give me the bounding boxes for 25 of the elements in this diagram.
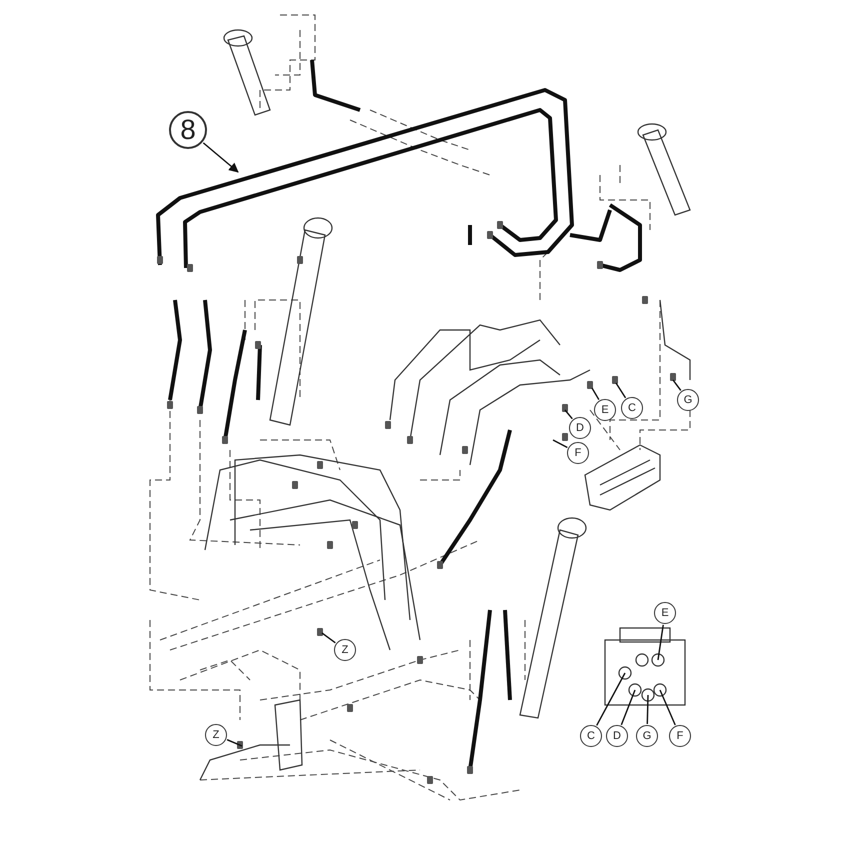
callout-label: C	[621, 397, 643, 419]
callout-label: Z	[205, 724, 227, 746]
leader-line	[620, 690, 636, 726]
leader-line	[659, 690, 676, 726]
leader-line	[672, 380, 682, 391]
leader-line	[202, 142, 239, 173]
callout-label: E	[654, 602, 676, 624]
callout-label: D	[569, 417, 591, 439]
callout-label: E	[594, 399, 616, 421]
leader-line	[552, 439, 568, 448]
leader-line	[322, 632, 336, 644]
callout-label: D	[606, 725, 628, 747]
callout-label: F	[669, 725, 691, 747]
leader-line	[646, 694, 649, 724]
callout-label: G	[677, 389, 699, 411]
leader-line	[226, 739, 242, 747]
callout-label: 8	[169, 111, 207, 149]
callout-label: G	[636, 725, 658, 747]
callout-label: Z	[334, 639, 356, 661]
leader-line	[591, 388, 600, 400]
leader-line	[564, 410, 573, 420]
callout-label: F	[567, 442, 589, 464]
leader-line	[596, 672, 626, 726]
callout-label: C	[580, 725, 602, 747]
leader-line	[615, 382, 626, 398]
